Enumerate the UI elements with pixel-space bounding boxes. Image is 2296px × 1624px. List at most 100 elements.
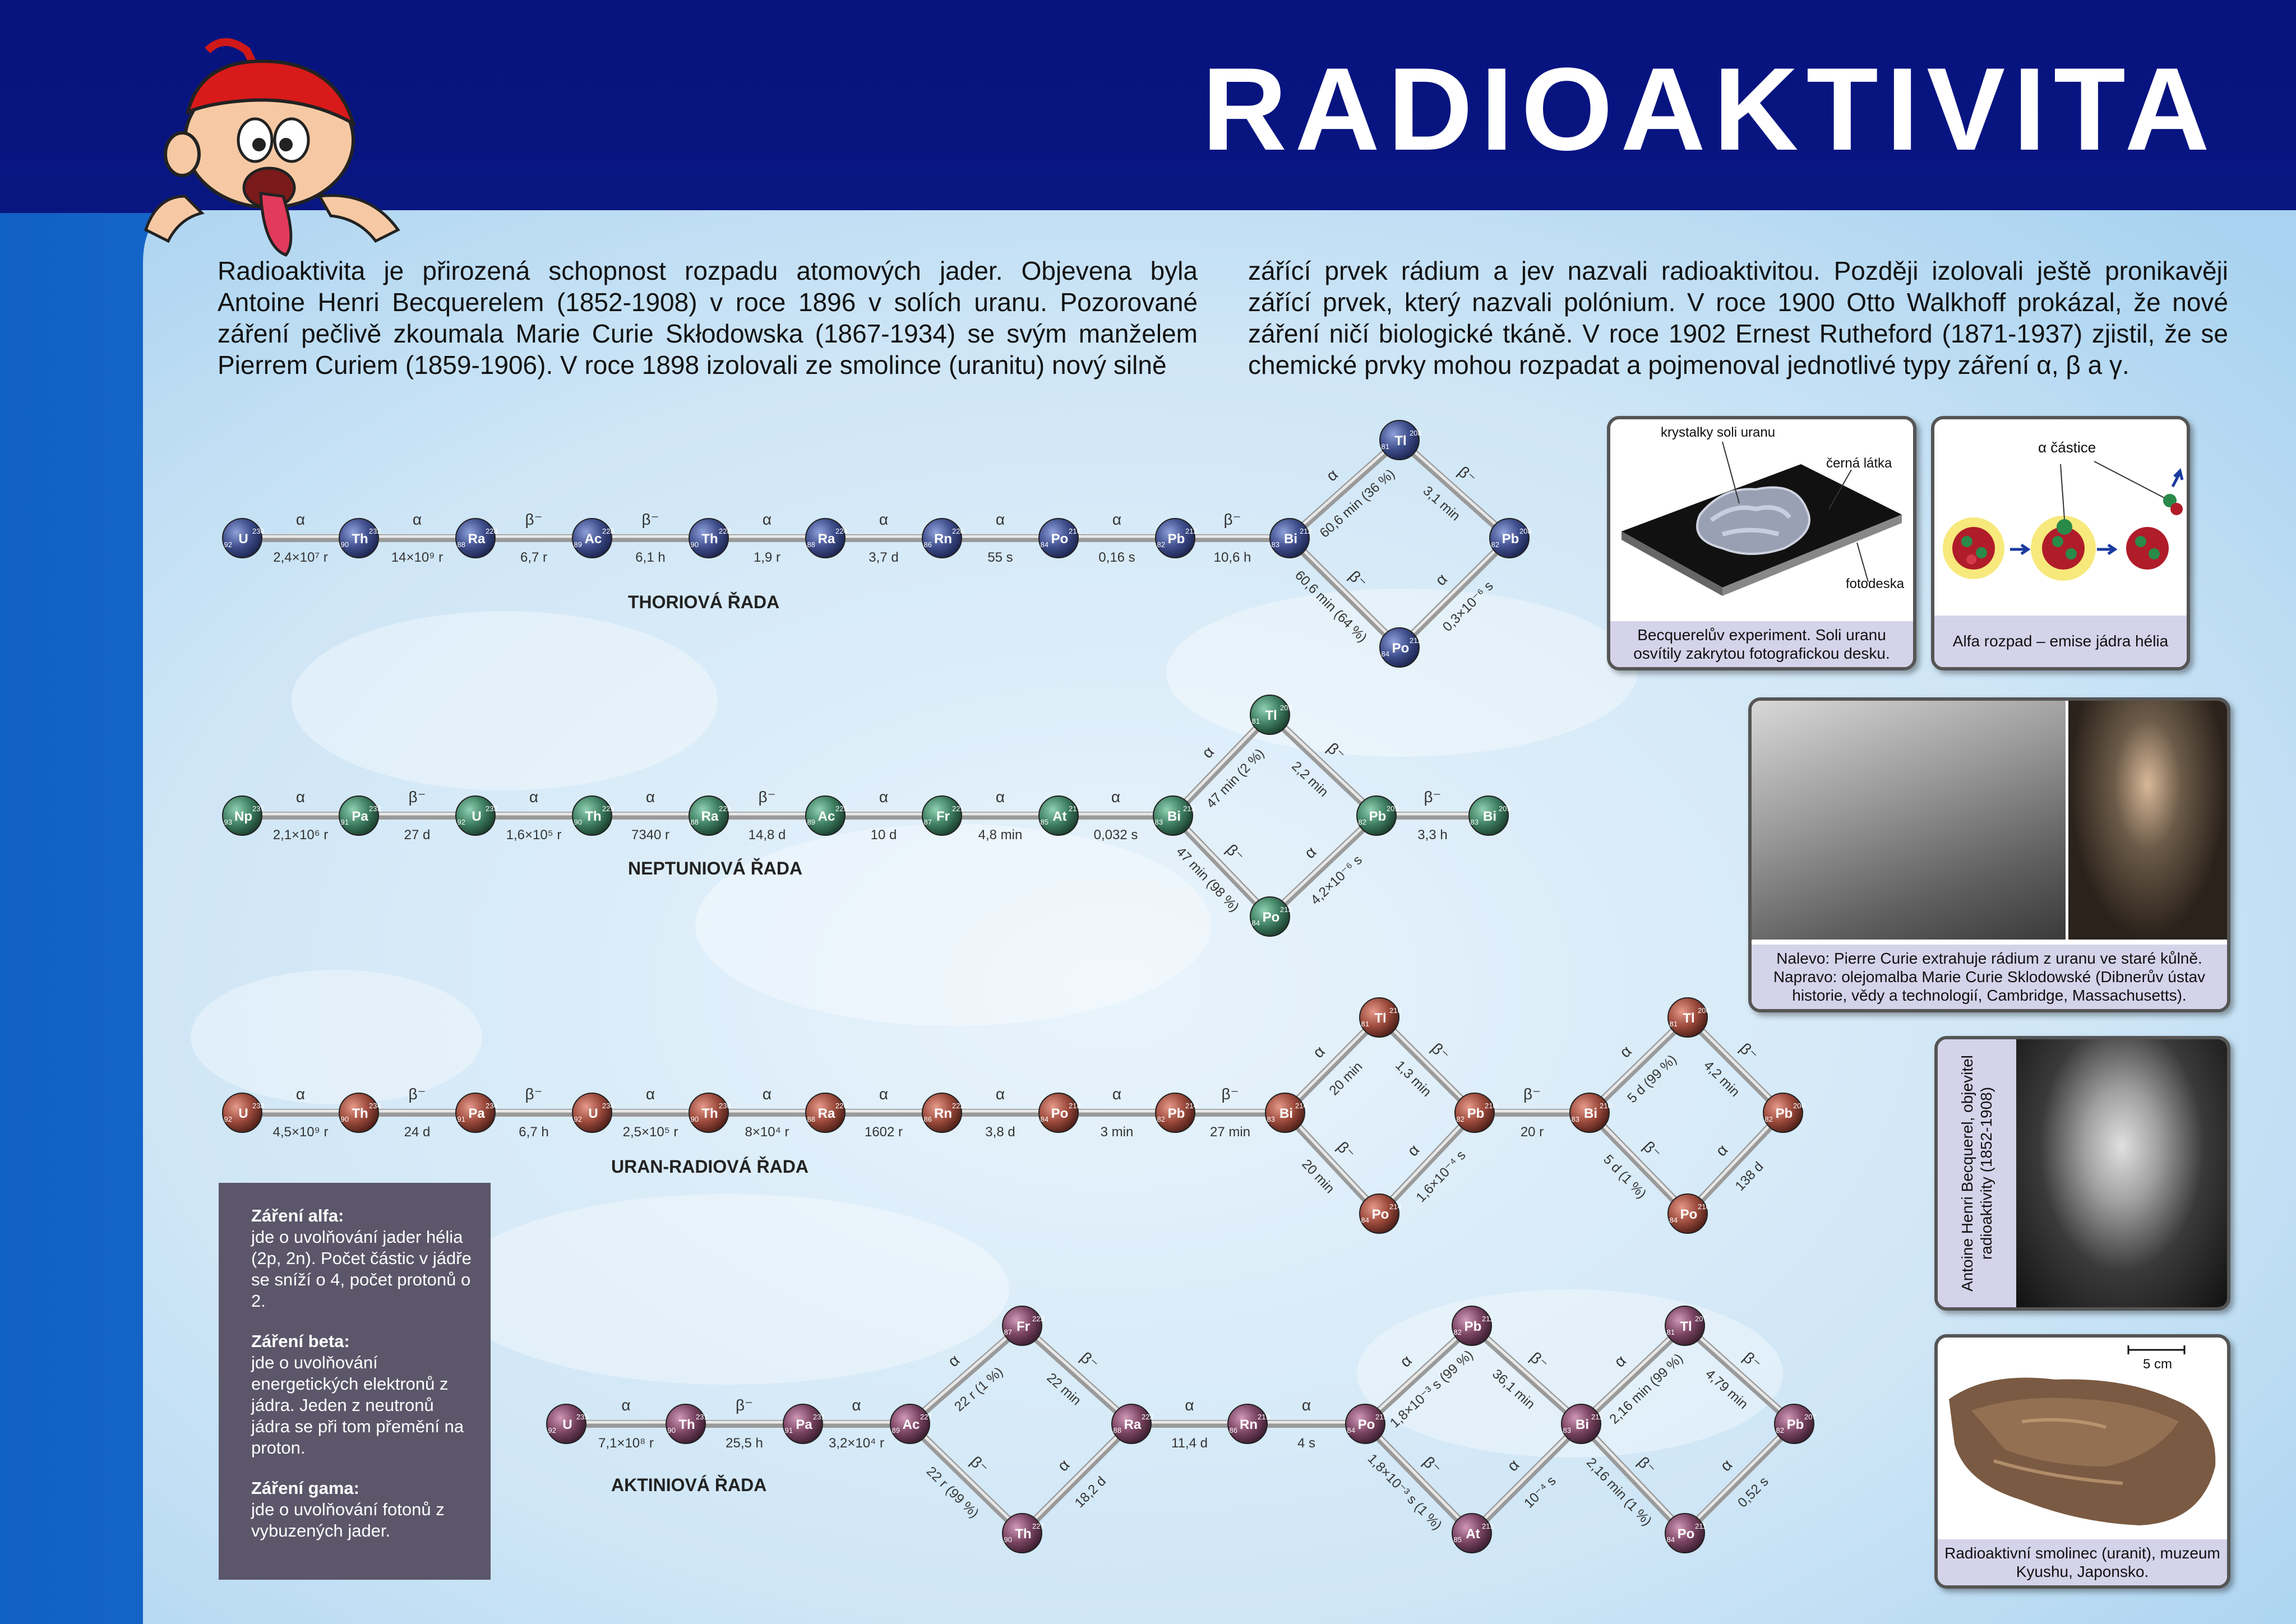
nuclide-symbol: Th (585, 809, 601, 824)
nuclide-atomic-number: 81 (1361, 1020, 1369, 1028)
neptunium-half-life: 2,1×10⁶ r (273, 827, 329, 843)
nuclide-symbol: Po (1263, 910, 1280, 925)
nuclide-symbol: Rn (1240, 1417, 1258, 1432)
uranium-decay-type: α (763, 1085, 772, 1103)
label-photo-plate: fotodeska (1846, 576, 1905, 591)
becquerel-portrait-photo (2016, 1039, 2227, 1307)
actinium-nuclide-u235 (546, 1404, 586, 1444)
nuclide-symbol: Pb (1467, 1106, 1485, 1121)
uranium-decay-type: α (1112, 1085, 1121, 1103)
thorium-series-label: THORIOVÁ ŘADA (628, 592, 779, 612)
nuclide-symbol: Bi (1584, 1106, 1597, 1121)
uranium-nuclide-bi214 (1265, 1093, 1305, 1133)
nuclide-atomic-number: 84 (1041, 540, 1048, 549)
actinium-nuclide-bi211 (1561, 1404, 1601, 1444)
uranium-nuclide-po210 (1667, 1193, 1708, 1234)
thorium-half-life: 1,9 r (754, 550, 780, 565)
neptunium-nuclide-po213 (1250, 896, 1290, 937)
uranium-decay-type: β⁻ (1222, 1085, 1239, 1103)
nuclide-mass-number: 208 (1410, 429, 1422, 437)
nuclide-atomic-number: 90 (341, 540, 349, 549)
radiation-legend: Záření alfa: jde o uvolňování jader héli… (219, 1183, 491, 1580)
neptunium-decay-type: α (1111, 788, 1120, 806)
nuclide-mass-number: 234 (486, 1102, 498, 1110)
uranium-nuclide-tl210 (1359, 997, 1399, 1038)
actinium-decay-type: β⁻ (967, 1453, 992, 1478)
nuclide-mass-number: 211 (1482, 1315, 1494, 1323)
nuclide-mass-number: 209 (1499, 804, 1511, 813)
nuclide-symbol: Fr (936, 809, 950, 824)
nuclide-atomic-number: 84 (1382, 650, 1389, 658)
nuclide-mass-number: 222 (952, 1102, 964, 1110)
actinium-decay-type: β⁻ (736, 1396, 753, 1414)
nuclide-symbol: Tl (1265, 708, 1277, 723)
nuclide-atomic-number: 86 (924, 1115, 932, 1123)
alpha-caption: Alfa rozpad – emise jádra hélia (1934, 616, 2187, 667)
nuclide-symbol: Ac (585, 531, 602, 547)
nuclide-atomic-number: 91 (785, 1426, 793, 1435)
uranium-decay-type: β⁻ (409, 1085, 426, 1103)
nuclide-symbol: U (588, 1106, 598, 1121)
uranium-decay-type: α (296, 1085, 305, 1103)
neptunium-half-life: 3,3 h (1417, 827, 1447, 843)
nuclide-mass-number: 217 (1069, 804, 1081, 813)
uranium-decay-type: α (1309, 1043, 1328, 1061)
nuclide-atomic-number: 82 (1776, 1426, 1784, 1435)
nuclide-mass-number: 225 (719, 804, 731, 813)
neptunium-nuclide-ac225 (805, 795, 846, 836)
uranium-nuclide-u238 (222, 1093, 262, 1133)
nuclide-atomic-number: 83 (1155, 818, 1163, 826)
neptunium-nuclide-u233 (455, 795, 496, 836)
nuclide-atomic-number: 81 (1252, 717, 1260, 725)
uranium-half-life: 24 d (404, 1125, 431, 1140)
nuclide-atomic-number: 86 (1230, 1426, 1237, 1435)
becquerel-portrait-caption-text: Antoine Henri Becquerel, objevitel radio… (1958, 1055, 1995, 1292)
cartoon-mascot-icon (144, 38, 400, 257)
nuclide-mass-number: 213 (1183, 804, 1195, 813)
actinium-half-life: 7,1×10⁸ r (598, 1436, 654, 1451)
nuclide-atomic-number: 82 (1157, 540, 1165, 549)
neptunium-decay-type: β⁻ (1223, 841, 1248, 866)
neptunium-nuclide-at217 (1038, 795, 1079, 836)
thorium-nuclide-ac228 (572, 518, 612, 558)
nuclide-mass-number: 223 (1142, 1413, 1154, 1421)
nuclide-symbol: Ra (818, 1106, 835, 1121)
nuclide-symbol: Pb (1168, 531, 1185, 547)
thorium-decay-type: β⁻ (642, 511, 659, 528)
nuclide-atomic-number: 88 (691, 818, 699, 826)
nuclide-mass-number: 231 (696, 1413, 708, 1421)
nuclide-atomic-number: 88 (807, 1115, 815, 1123)
thorium-half-life: 6,1 h (635, 550, 665, 565)
actinium-decay-type: α (621, 1396, 630, 1414)
actinium-decay-type: α (945, 1351, 963, 1370)
nuclide-mass-number: 234 (369, 1102, 381, 1110)
legend-beta-text: jde o uvolňování energetických elektronů… (251, 1353, 464, 1458)
neptunium-decay-type: α (529, 788, 538, 806)
pitchblende-caption: Radioaktivní smolinec (uranit), muzeum K… (1938, 1539, 2227, 1585)
curie-caption: Nalevo: Pierre Curie extrahuje rádium z … (1752, 945, 2227, 1009)
thorium-nuclide-u236 (222, 518, 262, 558)
actinium-half-life: 3,2×10⁴ r (829, 1436, 884, 1451)
nuclide-mass-number: 210 (1389, 1006, 1402, 1015)
page-title: RADIOAKTIVITA (1202, 43, 2218, 175)
actinium-decay-type: β⁻ (1527, 1349, 1551, 1373)
nuclide-mass-number: 229 (602, 804, 615, 813)
nuclide-atomic-number: 90 (691, 540, 699, 549)
nuclide-atomic-number: 84 (1361, 1216, 1369, 1224)
nuclide-symbol: Po (1051, 1106, 1069, 1121)
neptunium-decay-type: β⁻ (409, 788, 426, 806)
thorium-decay-type: α (879, 511, 888, 528)
nuclide-mass-number: 206 (1793, 1102, 1805, 1110)
intro-text-right: zářící prvek rádium a jev nazvali radioa… (1248, 256, 2228, 380)
nuclide-symbol: Pb (1787, 1417, 1804, 1432)
thorium-decay-type: α (996, 511, 1005, 528)
nuclide-symbol: Fr (1017, 1319, 1030, 1334)
legend-gamma-title: Záření gama: (251, 1478, 359, 1498)
actinium-decay-type: α (852, 1396, 861, 1414)
nuclide-symbol: Th (352, 1106, 368, 1121)
nuclide-atomic-number: 81 (1382, 442, 1389, 451)
nuclide-symbol: Rn (934, 1106, 952, 1121)
thorium-half-life: 0,16 s (1098, 550, 1135, 565)
nuclide-mass-number: 237 (252, 804, 265, 813)
neptunium-series-label: NEPTUNIOVÁ ŘADA (628, 858, 802, 878)
